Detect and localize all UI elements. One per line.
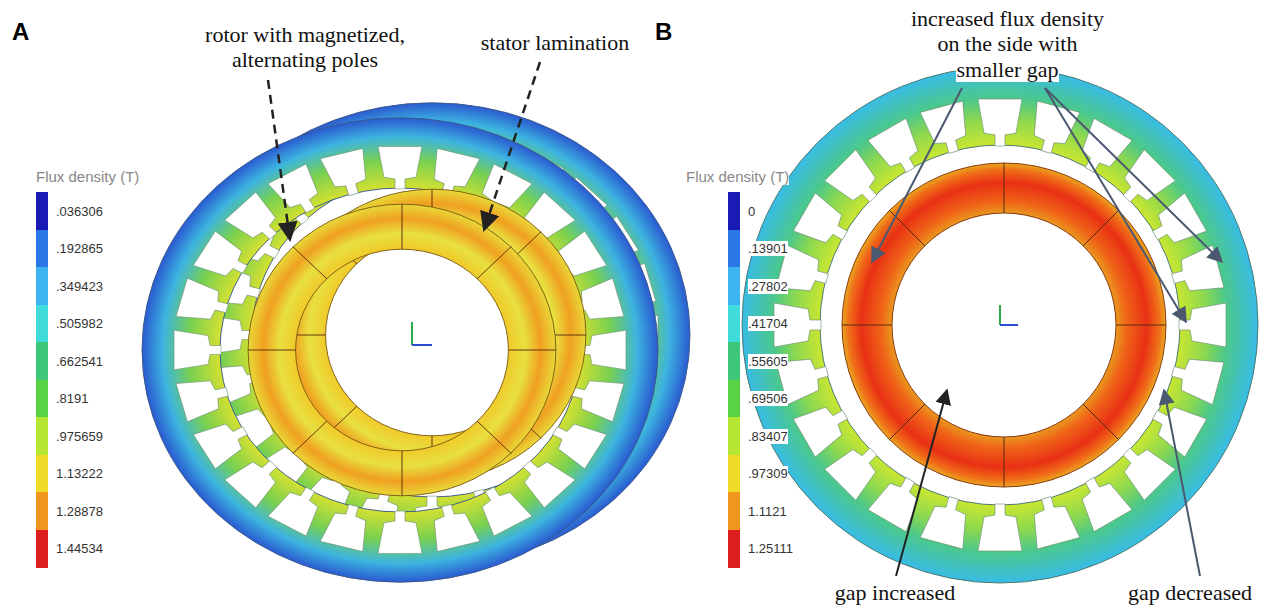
annotation: gap increased <box>815 580 975 605</box>
colorbar-swatch <box>36 380 48 418</box>
colorbar-swatch <box>728 192 740 230</box>
label-text: stator lamination <box>481 30 629 55</box>
annotation: increased flux density on the side with … <box>905 6 1110 82</box>
colorbar-swatch <box>36 342 48 380</box>
colorbar-swatch <box>36 530 48 568</box>
stator-section <box>742 67 1258 583</box>
colorbar-value: .505982 <box>56 316 103 331</box>
colorbar-value: .975659 <box>56 429 103 444</box>
colorbar-swatch <box>728 417 740 455</box>
colorbar-row: 0 <box>728 192 755 230</box>
colorbar-value: .27802 <box>748 279 788 294</box>
colorbar-value: 1.44534 <box>56 541 103 556</box>
colorbar-swatch <box>728 305 740 343</box>
colorbar-value: 1.1121 <box>748 504 787 519</box>
colorbar-swatch <box>728 267 740 305</box>
colorbar-row: .349423 <box>36 267 103 305</box>
colorbar-value: .55605 <box>748 354 788 369</box>
colorbar-swatch <box>728 455 740 493</box>
colorbar-swatch <box>728 380 740 418</box>
colorbar-swatch <box>728 230 740 268</box>
axis-x <box>1000 324 1018 326</box>
colorbar-swatch <box>36 455 48 493</box>
part-name: rotor with magnetized, alternating poles <box>170 22 440 73</box>
colorbar-row: .036306 <box>36 192 103 230</box>
colorbar-row: 1.13222 <box>36 455 103 493</box>
colorbar-value: .83407 <box>748 429 788 444</box>
colorbar-row: .55605 <box>728 342 788 380</box>
panel-letter: B <box>655 18 695 46</box>
colorbar-row: .69506 <box>728 380 788 418</box>
colorbar-swatch <box>36 305 48 343</box>
leader-arrow <box>1164 390 1200 576</box>
axis-y <box>999 305 1001 325</box>
axis-y <box>411 322 413 345</box>
rotor-section <box>842 163 1166 487</box>
leader-dashed <box>268 80 290 240</box>
colorbar-value: .13901 <box>748 241 788 256</box>
colorbar-value: 1.28878 <box>56 504 103 519</box>
stator-front <box>142 118 658 582</box>
colorbar-value: 1.13222 <box>56 466 103 481</box>
colorbar-row: .505982 <box>36 305 103 343</box>
colorbar-row: .13901 <box>728 230 788 268</box>
colorbar-value: .69506 <box>748 391 788 406</box>
colorbar-row: .662541 <box>36 342 103 380</box>
colorbar-row: .97309 <box>728 455 788 493</box>
colorbar-row: 1.28878 <box>36 492 103 530</box>
leader-arrow <box>872 88 962 262</box>
panel-letter: A <box>12 18 52 46</box>
colorbar-row: .8191 <box>36 380 89 418</box>
label-text: Flux density (T) <box>686 168 789 185</box>
colorbar-value: .41704 <box>748 316 788 331</box>
label-text: Flux density (T) <box>36 168 139 185</box>
colorbar-value: 1.25111 <box>748 541 793 556</box>
leader-arrow <box>1045 88 1186 322</box>
colorbar-value: .036306 <box>56 204 103 219</box>
leader-dashed <box>484 62 540 230</box>
colorbar-title: Flux density (T) <box>36 168 196 185</box>
colorbar-swatch <box>728 530 740 568</box>
colorbar-value: .97309 <box>748 466 788 481</box>
colorbar-row: 1.44534 <box>36 530 103 568</box>
label-text: gap increased <box>835 580 955 605</box>
colorbar-title: Flux density (T) <box>686 168 846 185</box>
colorbar-swatch <box>36 230 48 268</box>
colorbar-value: .662541 <box>56 354 103 369</box>
label-text: rotor with magnetized, alternating poles <box>205 22 405 72</box>
colorbar-row: .27802 <box>728 267 788 305</box>
rotor-front <box>248 204 556 496</box>
part-name: stator lamination <box>455 30 655 55</box>
label-text: A <box>12 18 29 45</box>
colorbar-swatch <box>36 192 48 230</box>
colorbar-swatch <box>36 417 48 455</box>
colorbar-row: 1.25111 <box>728 530 793 568</box>
colorbar-swatch <box>36 267 48 305</box>
axis-x <box>412 344 432 346</box>
colorbar-value: .192865 <box>56 241 103 256</box>
colorbar-value: 0 <box>748 204 755 219</box>
label-text: gap decreased <box>1128 580 1252 605</box>
colorbar-swatch <box>36 492 48 530</box>
leader-arrow <box>896 390 947 576</box>
colorbar-value: .349423 <box>56 279 103 294</box>
colorbar-row: .83407 <box>728 417 788 455</box>
colorbar-value: .8191 <box>56 391 89 406</box>
colorbar-row: .975659 <box>36 417 103 455</box>
colorbar-row: .41704 <box>728 305 788 343</box>
label-text: B <box>655 18 672 45</box>
colorbar-swatch <box>728 492 740 530</box>
label-text: increased flux density on the side with … <box>911 6 1104 82</box>
colorbar-row: .192865 <box>36 230 103 268</box>
colorbar-row: 1.1121 <box>728 492 787 530</box>
colorbar-swatch <box>728 342 740 380</box>
annotation: gap decreased <box>1110 580 1270 605</box>
